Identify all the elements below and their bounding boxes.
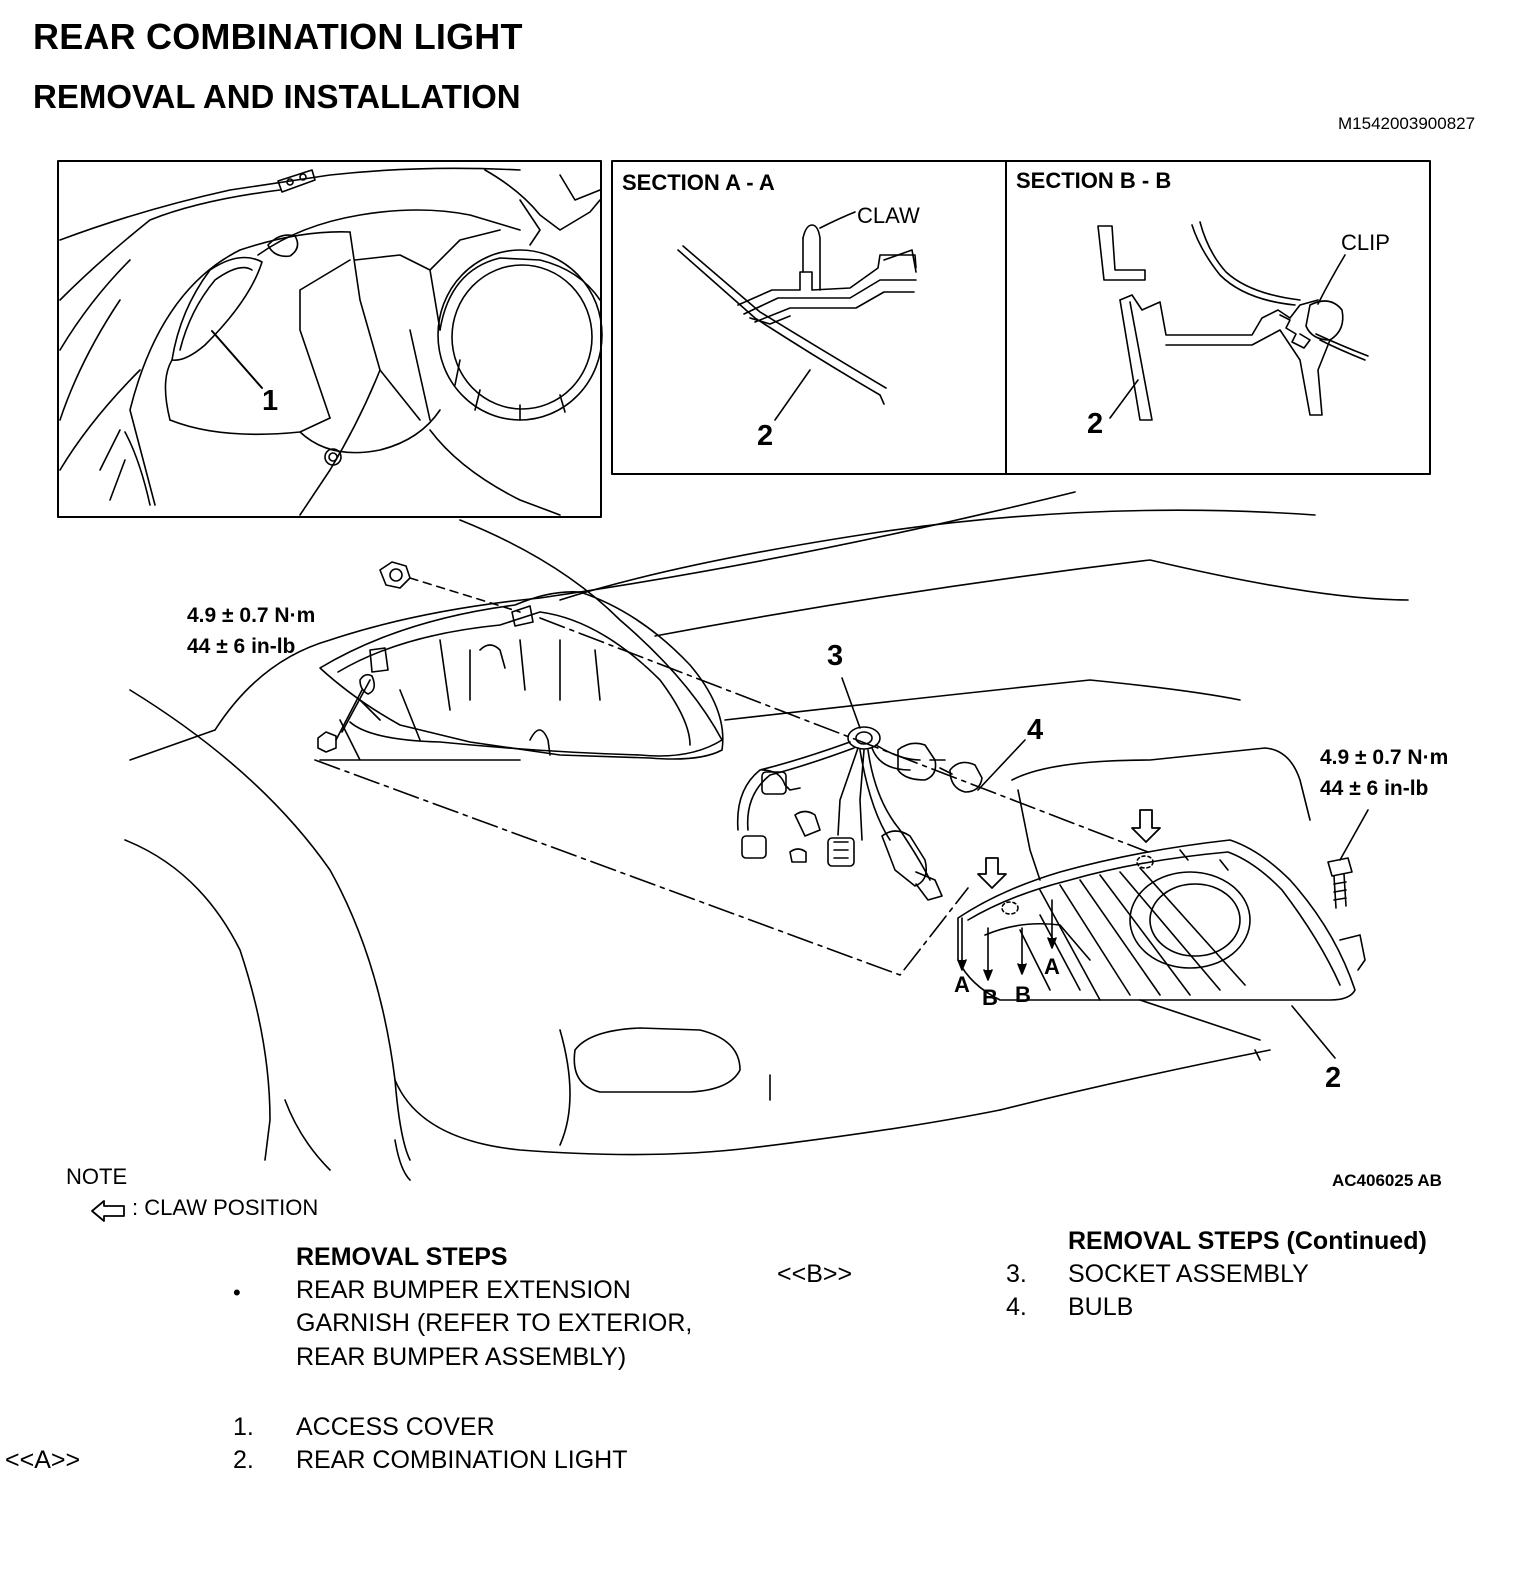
torque-spec-left: 4.9 ± 0.7 N·m 44 ± 6 in-lb [187,600,315,662]
removal-steps-bullet: • [233,1280,241,1305]
section-b-title: SECTION B - B [1016,168,1172,193]
removal-step-2-marker: <<A>> [5,1446,81,1474]
removal-step-4-text: BULB [1068,1293,1134,1321]
torque-left-imperial: 44 ± 6 in-lb [187,635,296,658]
removal-step-pre-line-2: GARNISH (REFER TO EXTERIOR, [296,1309,693,1337]
callout-3-socket-assembly: 3 [827,640,844,672]
leader-line-claw [820,212,855,228]
removal-step-pre-line-1: REAR BUMPER EXTENSION [296,1276,631,1304]
section-a-drawing [678,212,916,420]
projection-line-upper [540,618,1148,852]
removal-step-3-text: SOCKET ASSEMBLY [1068,1260,1309,1288]
leader-line-1 [212,331,262,388]
torque-right-metric: 4.9 ± 0.7 N·m [1320,746,1449,769]
projection-line-lower [315,760,968,975]
section-marker-a-right: A [1044,954,1060,979]
leader-line-clip [1318,255,1345,304]
section-b-drawing [1098,222,1368,420]
page-subtitle: REMOVAL AND INSTALLATION [33,78,521,115]
section-b-callout-2: 2 [1087,408,1104,440]
section-a-callout-2: 2 [757,420,774,452]
claw-position-arrow-icon [92,1201,124,1221]
rear-combination-light [958,840,1365,1000]
bulb [940,762,982,792]
body-opening-drawing [320,592,723,760]
document-id: M1542003900827 [1338,114,1476,133]
removal-step-2-text: REAR COMBINATION LIGHT [296,1446,628,1474]
leader-line-section-a [775,370,810,420]
vehicle-body-drawing [125,492,1408,1180]
figure-id: AC406025 AB [1332,1171,1442,1190]
section-markers [958,900,1056,980]
nut-fastener [380,562,520,612]
section-marker-a-left: A [954,972,970,997]
torque-left-metric: 4.9 ± 0.7 N·m [187,604,316,627]
section-marker-b-right: B [1015,982,1031,1007]
note-heading: NOTE [66,1164,128,1189]
removal-steps-heading: REMOVAL STEPS [296,1243,508,1271]
bolt-fastener-right [1328,810,1368,908]
page-title: REAR COMBINATION LIGHT [33,16,523,57]
screw-fastener-left [318,680,370,752]
removal-step-1-number: 1. [233,1413,254,1441]
callout-1-access-cover: 1 [262,385,279,417]
note-claw-position: : CLAW POSITION [132,1195,319,1220]
removal-step-pre-line-3: REAR BUMPER ASSEMBLY) [296,1343,627,1371]
socket-assembly [738,727,945,900]
callout-leaders [842,678,1335,1058]
section-marker-b-left: B [982,985,998,1010]
torque-spec-right: 4.9 ± 0.7 N·m 44 ± 6 in-lb [1320,742,1448,804]
removal-step-4-number: 4. [1006,1293,1027,1321]
claw-position-arrows [978,810,1160,888]
clip-label: CLIP [1341,230,1390,255]
access-cover-inset-drawing [60,168,602,515]
callout-4-bulb: 4 [1027,714,1044,746]
removal-steps-continued-heading: REMOVAL STEPS (Continued) [1068,1227,1427,1255]
inset-frame-access-cover [58,161,601,517]
claw-label: CLAW [857,203,920,228]
removal-step-3-number: 3. [1006,1260,1027,1288]
callout-2-rear-combination-light: 2 [1325,1062,1342,1094]
torque-right-imperial: 44 ± 6 in-lb [1320,777,1429,800]
removal-step-2-number: 2. [233,1446,254,1474]
removal-step-1-text: ACCESS COVER [296,1413,495,1441]
leader-line-section-b [1110,380,1138,418]
inset-frame-sections [612,161,1430,474]
removal-step-3-marker: <<B>> [777,1260,853,1288]
section-a-title: SECTION A - A [622,170,775,195]
